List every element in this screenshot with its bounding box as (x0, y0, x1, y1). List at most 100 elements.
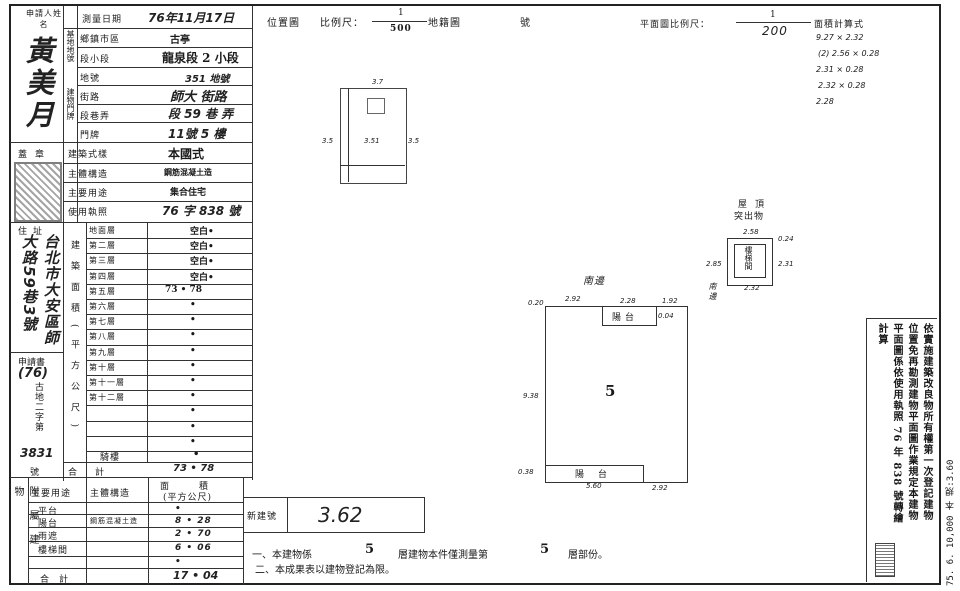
roof-top: 2.58 (743, 228, 759, 236)
floor-label: 第四層 (89, 271, 116, 281)
plan-balcony-bottom: 陽台 (575, 470, 622, 480)
plan-dim-bottom: 5.60 (586, 482, 602, 490)
floor-label: 第三層 (89, 256, 116, 266)
plan-dim-top-2: 2.28 (620, 297, 636, 305)
plan-unit: 5 (605, 382, 616, 400)
remark-floors: 5 (365, 542, 375, 557)
roof-left: 2.85 (706, 260, 722, 268)
area-calc-label: 面積計算式 (814, 20, 865, 30)
floor-row-line (86, 375, 252, 376)
certification-box: 依實施建築改良物所有權第一次登記建物位置免再勘測建物平面圖作業規定本建物平面圖係… (866, 318, 937, 582)
seal-label: 蓋章 (18, 150, 53, 160)
building-door-label: 建物門牌 (66, 88, 75, 120)
form-frame (9, 4, 941, 585)
floor-value: 空白• (190, 227, 214, 237)
certification-text: 依實施建築改良物所有權第一次登記建物位置免再勘測建物平面圖作業規定本建物平面圖係… (876, 323, 932, 524)
floor-value: 空白• (190, 257, 214, 268)
seal-stamp (14, 162, 62, 222)
permit-label: 使用執照 (68, 208, 109, 218)
plan-dim-br: 2.92 (652, 484, 668, 492)
calc-note: 2.28 (816, 97, 834, 106)
floor-row-line (86, 344, 252, 346)
floor-value: • (190, 315, 196, 326)
new-building-label: 新建號 (247, 512, 278, 522)
attached-total-label: 合計 (40, 575, 79, 585)
lp-right: 3.5 (408, 137, 420, 145)
floor-row-line (86, 329, 252, 331)
structure-value: 鋼筋混凝土造 (164, 167, 212, 177)
plan-balcony-top: 陽台 (612, 313, 639, 323)
lp-top: 3.7 (372, 78, 384, 86)
floor-row-line (86, 314, 252, 316)
area-group-label: 建築面積(平方公尺) (69, 240, 79, 440)
plan-north: 南邊 (583, 276, 605, 287)
survey-date-value: 76年11月17日 (148, 11, 235, 25)
plan-dim-lt: 0.20 (528, 299, 544, 307)
attached-total: 17 • 04 (173, 569, 219, 582)
floor-value: • (190, 300, 196, 310)
floor-row-line (86, 299, 252, 300)
plan-dim-top-3: 1.92 (662, 297, 678, 305)
applicant-no-year: (76) (18, 366, 48, 381)
calc-note: (2) 2.56 × 0.28 (818, 49, 880, 58)
floor-label: 第十層 (89, 362, 116, 372)
floor-label: 第二層 (89, 241, 116, 251)
floor-value: • (190, 360, 196, 371)
lp-left: 3.5 (322, 137, 334, 145)
floor-row-line (86, 283, 252, 285)
structure-label: 主體構造 (68, 170, 109, 180)
lane-value: 段 59 巷 弄 (168, 107, 234, 121)
floor-value: 空白• (190, 242, 214, 253)
applicant-no-number: 3831 (20, 446, 54, 460)
attached-h-struct: 主體構造 (90, 489, 131, 499)
district-label: 鄉鎮市區 (80, 35, 121, 45)
attached-area: • (175, 504, 182, 514)
base-land-label: 基地地號 (66, 30, 75, 62)
address-handwritten: 台北市大安區師大路59巷3號 (20, 234, 60, 346)
applicant-name: 黃美月 (22, 36, 55, 132)
fp-scale-label: 平面圖比例尺： (640, 20, 711, 30)
lot-label: 地號 (80, 74, 101, 84)
plan-dim-left: 9.38 (523, 392, 539, 400)
floor-row-line (86, 405, 252, 407)
street-label: 街路 (80, 93, 101, 103)
floor-label: 第五層 (89, 286, 116, 296)
permit-value: 76 字 838 號 (162, 204, 241, 218)
remark-2: 二、本成果表以建物登記為限。 (255, 565, 395, 576)
floor-row-line (86, 435, 252, 437)
street-value: 師大 街路 (170, 90, 227, 105)
floor-row-line (86, 268, 252, 270)
attached-use: 陽台 (38, 519, 59, 529)
applicant-no-text: 古地二字第 (33, 382, 43, 432)
plan-dim-tr: 0.04 (658, 312, 674, 320)
floor-label: 第十一層 (89, 378, 125, 387)
address-label: 住址 (18, 227, 49, 237)
floor-value: • (190, 330, 196, 341)
roof-rt: 0.24 (778, 235, 794, 243)
number-label: 門牌 (80, 131, 101, 141)
floor-label: 第八層 (89, 332, 116, 342)
total-label: 合計 (68, 468, 123, 478)
calc-note: 9.27 × 2.32 (816, 33, 864, 42)
roof-right: 2.31 (778, 260, 794, 268)
location-map-label: 位置圖 (267, 18, 300, 29)
floor-row-line (86, 253, 252, 255)
floor-row-line (86, 420, 252, 422)
fp-scale-den: 200 (762, 24, 788, 38)
attached-use: 樓梯間 (38, 546, 69, 556)
calc-note: 2.32 × 0.28 (818, 81, 866, 90)
survey-date-label: 測量日期 (82, 15, 123, 25)
style-value: 本國式 (168, 147, 205, 161)
attached-area: • (175, 557, 182, 567)
plan-south: 南邊 (708, 282, 717, 302)
attached-struct: 鋼筋混凝土造 (90, 517, 138, 525)
floor-label: 第九層 (89, 347, 116, 357)
cadastral-label: 地籍圖 (428, 18, 461, 29)
official-seal (875, 543, 895, 577)
attached-area: 2 • 70 (175, 529, 212, 539)
use-value: 集合住宅 (170, 188, 207, 198)
applicant-no-suffix: 號 (30, 468, 41, 478)
attached-area: 8 • 28 (175, 516, 212, 526)
total-value: 73 • 78 (173, 463, 215, 474)
remark-measured: 5 (540, 542, 550, 557)
